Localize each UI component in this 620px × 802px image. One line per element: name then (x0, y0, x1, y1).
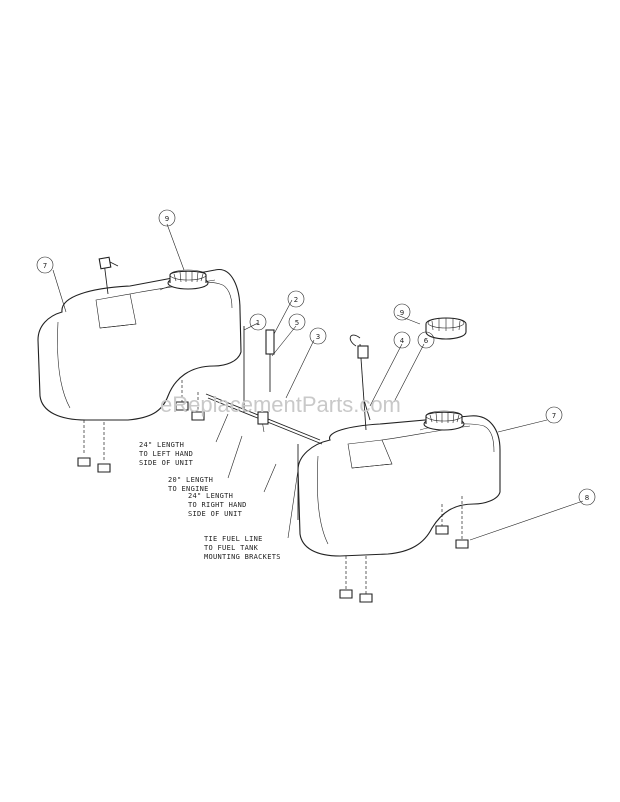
svg-text:24" LENGTH: 24" LENGTH (188, 492, 233, 500)
callout-5: 5 (288, 313, 306, 331)
svg-text:9: 9 (400, 309, 404, 317)
svg-text:1: 1 (256, 319, 260, 327)
svg-text:9: 9 (165, 215, 169, 223)
note-right-hand-line: 24" LENGTH TO RIGHT HAND SIDE OF UNIT (188, 492, 247, 518)
svg-text:7: 7 (43, 262, 47, 270)
svg-text:4: 4 (400, 337, 405, 345)
svg-text:TO RIGHT HAND: TO RIGHT HAND (188, 501, 247, 509)
svg-text:MOUNTING BRACKETS: MOUNTING BRACKETS (204, 553, 281, 561)
note-tie-fuel-line: TIE FUEL LINE TO FUEL TANK MOUNTING BRAC… (204, 535, 281, 561)
svg-text:7: 7 (552, 412, 556, 420)
svg-text:8: 8 (585, 494, 589, 502)
svg-text:TO FUEL TANK: TO FUEL TANK (204, 544, 259, 552)
spare-fuel-cap (425, 317, 467, 340)
watermark: eReplacementParts.com (160, 392, 401, 417)
fuel-line-assembly (205, 326, 371, 520)
svg-text:6: 6 (424, 337, 429, 345)
svg-text:5: 5 (295, 319, 299, 327)
svg-text:SIDE OF UNIT: SIDE OF UNIT (139, 459, 194, 467)
svg-text:TO LEFT HAND: TO LEFT HAND (139, 450, 193, 458)
note-engine-line: 20" LENGTH TO ENGINE (168, 476, 213, 493)
callout-4: 4 (393, 331, 411, 349)
svg-text:3: 3 (316, 333, 320, 341)
callout-7-left: 7 (36, 256, 54, 274)
leader-lines (52, 223, 584, 541)
callout-1: 1 (249, 313, 267, 331)
svg-text:24" LENGTH: 24" LENGTH (139, 441, 184, 449)
svg-text:2: 2 (294, 296, 298, 304)
svg-text:TIE FUEL LINE: TIE FUEL LINE (204, 535, 263, 543)
callout-8: 8 (578, 488, 596, 506)
right-fuel-tank (297, 410, 501, 603)
callout-6: 6 (417, 331, 435, 349)
callout-2: 2 (287, 290, 305, 308)
svg-text:20" LENGTH: 20" LENGTH (168, 476, 213, 484)
callout-9-right: 9 (393, 303, 411, 321)
svg-text:SIDE OF UNIT: SIDE OF UNIT (188, 510, 243, 518)
left-fuel-tank (37, 256, 242, 473)
note-left-hand-line: 24" LENGTH TO LEFT HAND SIDE OF UNIT (139, 441, 194, 467)
svg-text:TO ENGINE: TO ENGINE (168, 485, 209, 493)
callout-7-right: 7 (545, 406, 563, 424)
callout-3: 3 (309, 327, 327, 345)
callout-9-left: 9 (158, 209, 176, 227)
